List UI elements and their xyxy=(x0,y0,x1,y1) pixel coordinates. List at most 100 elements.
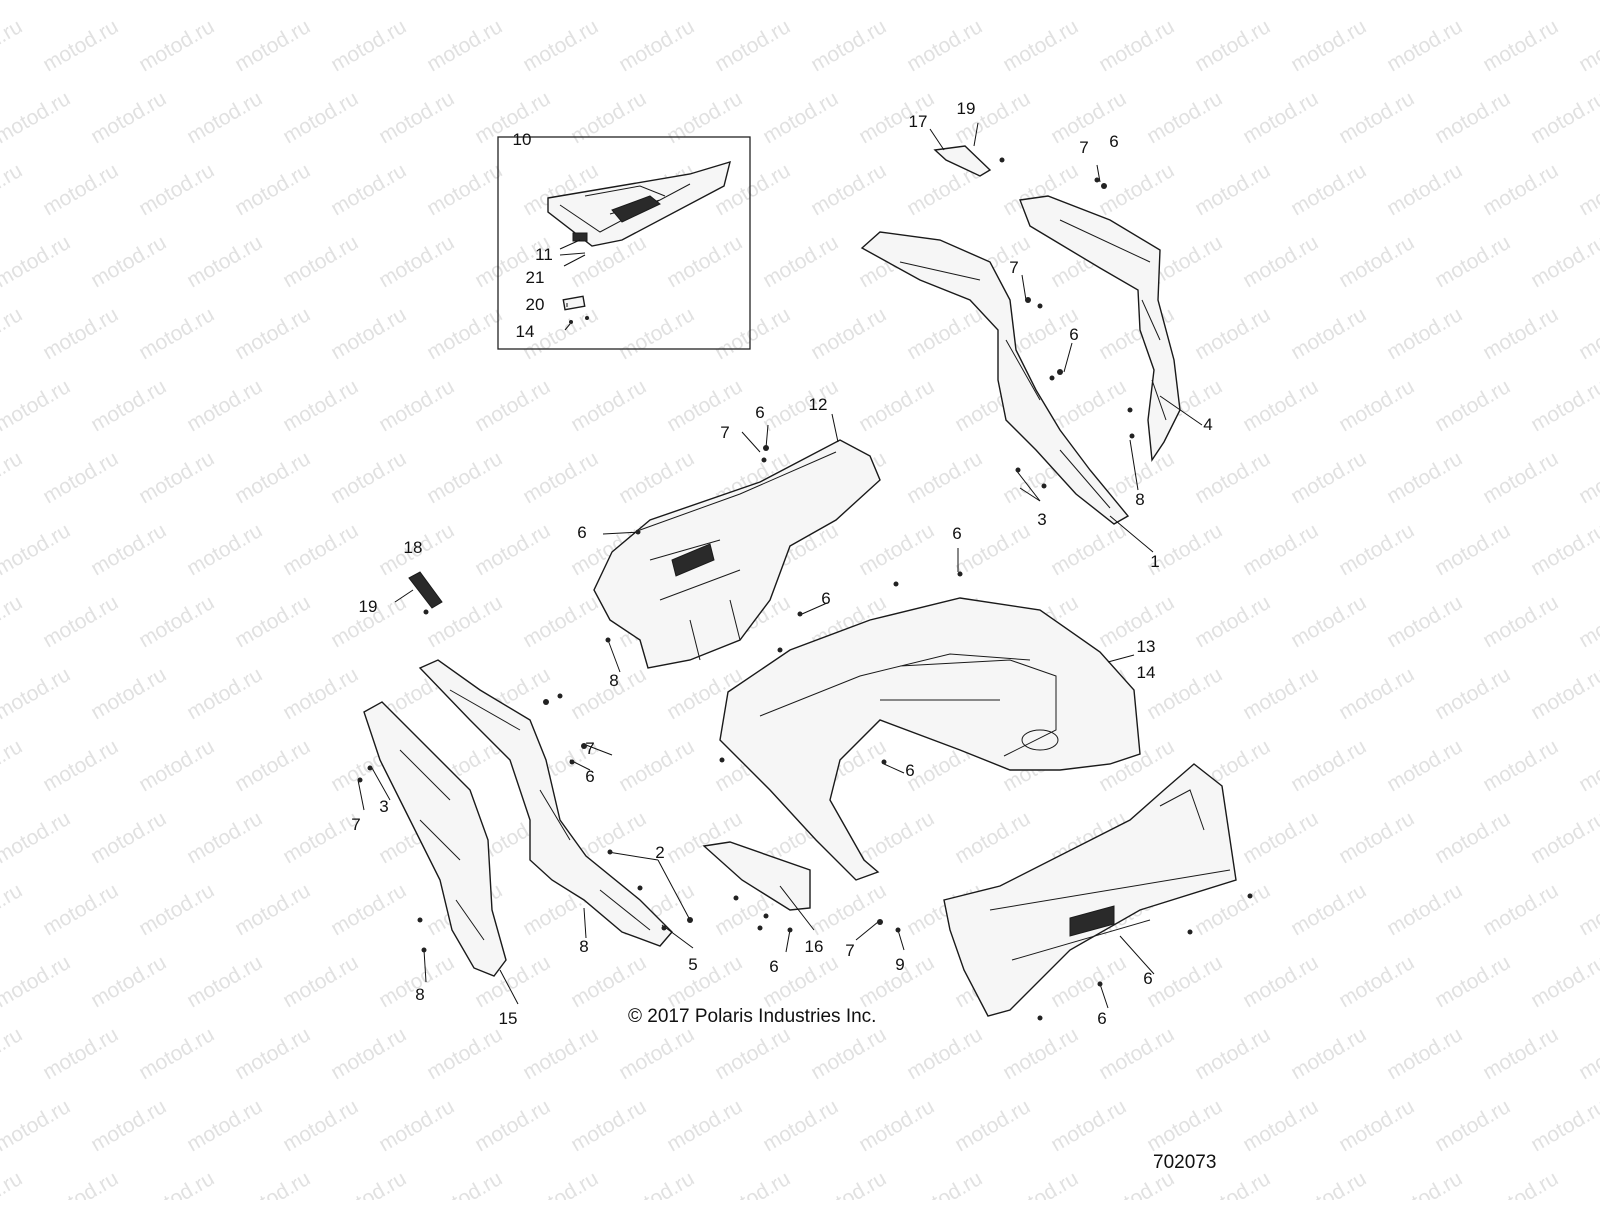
part-9-rear-panel xyxy=(943,763,1237,1017)
watermark-text: motod.ru xyxy=(855,807,938,868)
watermark-text: motod.ru xyxy=(519,15,602,76)
watermark-text: motod.ru xyxy=(327,1167,410,1200)
watermark-text: motod.ru xyxy=(759,231,842,292)
watermark-text: motod.ru xyxy=(1287,159,1370,220)
watermark-text: motod.ru xyxy=(903,303,986,364)
callout-7: 7 xyxy=(1079,138,1088,157)
watermark-text: motod.ru xyxy=(903,1023,986,1084)
watermark-text: motod.ru xyxy=(375,87,458,148)
watermark-text: motod.ru xyxy=(1527,663,1600,724)
callout-14: 14 xyxy=(1137,663,1156,682)
fasteners xyxy=(357,157,1253,1021)
watermark-text: motod.ru xyxy=(0,519,74,580)
watermark-text: motod.ru xyxy=(1479,303,1562,364)
watermark-text: motod.ru xyxy=(135,1023,218,1084)
callout-2: 2 xyxy=(655,843,664,862)
watermark-text: motod.ru xyxy=(1479,735,1562,796)
watermark-text: motod.ru xyxy=(279,231,362,292)
watermark-text: motod.ru xyxy=(39,879,122,940)
watermark-text: motod.ru xyxy=(87,951,170,1012)
watermark-text: motod.ru xyxy=(87,0,170,4)
watermark-text: motod.ru xyxy=(1143,663,1226,724)
watermark-text: motod.ru xyxy=(1287,1023,1370,1084)
callout-6: 6 xyxy=(1143,969,1152,988)
watermark-text: motod.ru xyxy=(903,447,986,508)
watermark-text: motod.ru xyxy=(0,663,74,724)
watermark-text: motod.ru xyxy=(183,951,266,1012)
callout-21: 21 xyxy=(526,268,545,287)
watermark-text: motod.ru xyxy=(663,0,746,4)
callout-6: 6 xyxy=(1097,1009,1106,1028)
watermark-text: motod.ru xyxy=(1047,519,1130,580)
watermark-text: motod.ru xyxy=(1383,591,1466,652)
watermark-text: motod.ru xyxy=(183,375,266,436)
watermark-text: motod.ru xyxy=(807,303,890,364)
watermark-text: motod.ru xyxy=(1383,1167,1466,1200)
callout-6: 6 xyxy=(905,761,914,780)
watermark-text: motod.ru xyxy=(807,879,890,940)
watermark-text: motod.ru xyxy=(663,231,746,292)
watermark-text: motod.ru xyxy=(615,735,698,796)
watermark-text: motod.ru xyxy=(1527,807,1600,868)
callout-9: 9 xyxy=(895,955,904,974)
callout-6: 6 xyxy=(1109,132,1118,151)
watermark-text: motod.ru xyxy=(471,375,554,436)
callout-6: 6 xyxy=(585,767,594,786)
watermark-text: motod.ru xyxy=(231,15,314,76)
watermark-text: motod.ru xyxy=(1335,807,1418,868)
watermark-text: motod.ru xyxy=(183,231,266,292)
watermark-text: motod.ru xyxy=(0,303,26,364)
watermark-text: motod.ru xyxy=(1383,159,1466,220)
watermark-text: motod.ru xyxy=(135,303,218,364)
watermark-text: motod.ru xyxy=(471,1095,554,1156)
watermark-text: motod.ru xyxy=(1047,375,1130,436)
watermark-text: motod.ru xyxy=(279,807,362,868)
watermark-text: motod.ru xyxy=(1335,0,1418,4)
watermark-text: motod.ru xyxy=(1095,159,1178,220)
watermark-text: motod.ru xyxy=(1383,303,1466,364)
watermark-text: motod.ru xyxy=(39,1167,122,1200)
watermark-text: motod.ru xyxy=(327,303,410,364)
watermark-text: motod.ru xyxy=(951,519,1034,580)
part-18-bracket xyxy=(408,571,443,609)
watermark-text: motod.ru xyxy=(663,1095,746,1156)
watermark-text: motod.ru xyxy=(1479,591,1562,652)
watermark-text: motod.ru xyxy=(1479,1167,1562,1200)
watermark-text: motod.ru xyxy=(39,591,122,652)
watermark-text: motod.ru xyxy=(903,1167,986,1200)
watermark-text: motod.ru xyxy=(279,951,362,1012)
watermark-text: motod.ru xyxy=(1575,1023,1600,1084)
watermark-text: motod.ru xyxy=(1431,1095,1514,1156)
watermark-text: motod.ru xyxy=(135,735,218,796)
watermark-text: motod.ru xyxy=(1527,519,1600,580)
watermark-text: motod.ru xyxy=(39,15,122,76)
watermark-text: motod.ru xyxy=(1095,15,1178,76)
part-2-lh-panel xyxy=(418,659,673,947)
watermark-text: motod.ru xyxy=(1239,951,1322,1012)
watermark-text: motod.ru xyxy=(567,87,650,148)
watermark-text: motod.ru xyxy=(0,1167,26,1200)
watermark-text: motod.ru xyxy=(135,159,218,220)
callout-18: 18 xyxy=(404,538,423,557)
callout-6: 6 xyxy=(821,589,830,608)
watermark-text: motod.ru xyxy=(1191,15,1274,76)
watermark-text: motod.ru xyxy=(135,879,218,940)
callout-4: 4 xyxy=(1203,415,1212,434)
watermark-text: motod.ru xyxy=(1527,375,1600,436)
watermark-text: motod.ru xyxy=(1431,87,1514,148)
callout-6: 6 xyxy=(755,403,764,422)
watermark-text: motod.ru xyxy=(711,1167,794,1200)
callout-6: 6 xyxy=(1069,325,1078,344)
watermark-text: motod.ru xyxy=(423,159,506,220)
watermark-text: motod.ru xyxy=(423,303,506,364)
watermark-text: motod.ru xyxy=(231,303,314,364)
watermark-text: motod.ru xyxy=(0,375,74,436)
watermark-text: motod.ru xyxy=(711,1023,794,1084)
watermark-text: motod.ru xyxy=(327,447,410,508)
watermark-text: motod.ru xyxy=(1335,375,1418,436)
watermark-text: motod.ru xyxy=(1431,951,1514,1012)
watermark-text: motod.ru xyxy=(519,591,602,652)
watermark-text: motod.ru xyxy=(1239,807,1322,868)
callout-19: 19 xyxy=(359,597,378,616)
